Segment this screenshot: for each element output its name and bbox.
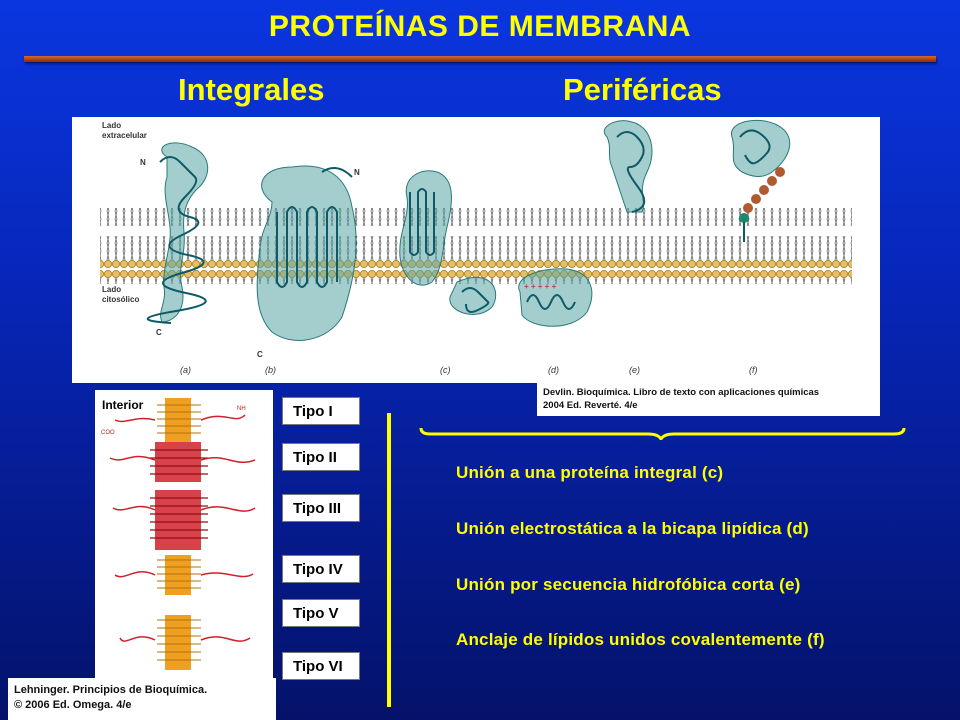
peripheral-mode-3: Unión por secuencia hidrofóbica corta (e… [456, 575, 801, 594]
label-lado-extra-1: Lado [102, 121, 121, 130]
tipo-iv-label: Tipo IV [282, 555, 360, 583]
brace [419, 427, 906, 440]
label-lado-extra-2: extracelular [102, 131, 147, 140]
title-divider [24, 56, 936, 62]
heading-integrales: Integrales [178, 72, 325, 107]
panel-letter-e: (e) [629, 365, 640, 375]
protein-b: N C [256, 165, 360, 359]
panel-letter-a: (a) [180, 365, 191, 375]
label-lado-cito-2: citosólico [102, 295, 139, 304]
membrane-illustration: Lado extracelular Lado citosólico N C N … [100, 119, 852, 375]
label-lado-cito-1: Lado [102, 285, 121, 294]
protein-a: N C [140, 142, 209, 337]
lipid-bilayer [100, 208, 852, 284]
protein-e [604, 120, 653, 213]
panel-letter-d: (d) [548, 365, 559, 375]
caption-lehninger-line2: © 2006 Ed. Omega. 4/e [14, 699, 132, 711]
label-coo: COO [101, 430, 115, 436]
charge-marks: + + + + + [524, 282, 557, 291]
slide-title: PROTEÍNAS DE MEMBRANA [268, 10, 692, 43]
panel-letter-f: (f) [749, 365, 758, 375]
label-c-a: C [156, 328, 162, 337]
tipo-vi-label: Tipo VI [282, 652, 360, 680]
peripheral-mode-2: Unión electrostática a la bicapa lipídic… [456, 519, 809, 538]
panel-letter-b: (b) [265, 365, 276, 375]
caption-devlin-line2: 2004 Ed. Reverté. 4/e [543, 400, 638, 411]
helix-types-figure: COO NH [95, 390, 273, 680]
tipo-ii-label: Tipo II [282, 443, 360, 471]
label-nh: NH [237, 406, 246, 412]
heading-perifericas: Periféricas [563, 72, 722, 107]
tipo-i-label: Tipo I [282, 397, 360, 425]
protein-f [731, 119, 791, 242]
caption-lehninger-line1: Lehninger. Principios de Bioquímica. [14, 684, 208, 696]
caption-devlin: Devlin. Bioquímica. Libro de texto con a… [537, 383, 880, 416]
loops [109, 414, 256, 642]
tipo-iii-label: Tipo III [282, 494, 360, 522]
panel-letter-c: (c) [440, 365, 451, 375]
caption-devlin-line1: Devlin. Bioquímica. Libro de texto con a… [543, 387, 820, 398]
interior-label: Interior [102, 398, 144, 412]
panel-letters: (a) (b) (c) (d) (e) (f) [180, 365, 758, 375]
label-n-a: N [140, 158, 146, 167]
membrane-protein-figure: Lado extracelular Lado citosólico N C N … [72, 117, 880, 383]
caption-lehninger: Lehninger. Principios de Bioquímica. © 2… [8, 678, 276, 720]
label-n-b: N [354, 168, 360, 177]
helix-illustration: COO NH [101, 398, 256, 670]
tipo-v-label: Tipo V [282, 599, 360, 627]
peripheral-mode-4: Anclaje de lípidos unidos covalentemente… [456, 630, 825, 649]
red-helix-bands [155, 442, 201, 550]
divider-line [387, 413, 391, 707]
peripheral-mode-1: Unión a una proteína integral (c) [456, 463, 724, 482]
protein-c [399, 170, 497, 315]
label-c-b: C [257, 350, 263, 359]
protein-d: + + + + + [518, 268, 593, 327]
